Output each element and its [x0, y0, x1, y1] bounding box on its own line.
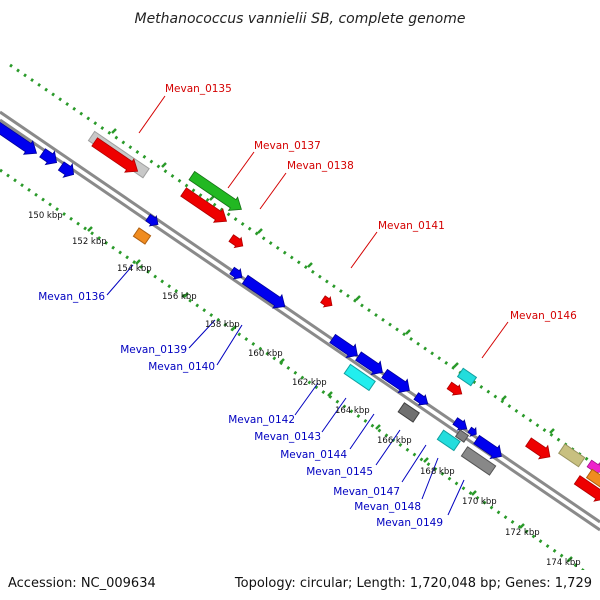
gene-arrow-forward[interactable] — [179, 185, 231, 228]
gene-arrow-mevan-0145[interactable] — [397, 402, 420, 423]
backbone-inner — [0, 118, 600, 532]
gene-arrow-forward[interactable] — [524, 436, 554, 464]
gene-arrow-reverse[interactable] — [145, 213, 162, 230]
tick-label: 156 kbp — [162, 292, 197, 302]
tick-label: 170 kbp — [462, 497, 497, 507]
inner-track-ticks — [87, 226, 573, 562]
map-title: Methanococcus vannielii SB, complete gen… — [134, 11, 465, 27]
gene-arrow-mevan-0136[interactable] — [132, 227, 152, 245]
gene-arrow-mevan-0148[interactable] — [454, 429, 470, 443]
gene-arrow-reverse[interactable] — [452, 416, 470, 434]
gene-arrow-reverse[interactable] — [38, 146, 61, 169]
gene-label-mevan-0145[interactable]: Mevan_0145 — [306, 466, 373, 478]
gene-label-mevan-0140[interactable]: Mevan_0140 — [148, 361, 215, 373]
gene-arrow-forward[interactable] — [90, 135, 142, 178]
tick-label: 158 kbp — [205, 320, 240, 330]
gene-label-mevan-0137[interactable]: Mevan_0137 — [254, 140, 321, 152]
gene-arrow-reverse[interactable] — [413, 391, 431, 409]
gene-arrow-mevan-0147[interactable] — [436, 429, 461, 452]
tick-label: 166 kbp — [377, 436, 412, 446]
gene-label-mevan-0148[interactable]: Mevan_0148 — [354, 501, 421, 513]
tick-label: 160 kbp — [248, 349, 283, 359]
gene-arrow-reverse[interactable] — [472, 433, 506, 463]
outer-dotted-track — [9, 63, 600, 470]
gene-arrow-orange[interactable] — [585, 468, 600, 488]
tick-label: 168 kbp — [420, 467, 455, 477]
gene-arrow-mevan-0144[interactable] — [380, 367, 414, 397]
tick-label: 162 kbp — [292, 378, 327, 388]
gene-label-mevan-0139[interactable]: Mevan_0139 — [120, 344, 187, 356]
gene-arrow-mevan-0146[interactable] — [446, 381, 465, 399]
gene-arrow-mevan-0139[interactable] — [229, 266, 246, 283]
tick-label: 164 kbp — [335, 406, 370, 416]
reverse-gene-labels: Mevan_0136 Mevan_0139 Mevan_0140 Mevan_0… — [38, 291, 443, 529]
gene-arrow-mevan-0137[interactable] — [187, 169, 246, 216]
gene-label-mevan-0136[interactable]: Mevan_0136 — [38, 291, 105, 303]
gene-label-mevan-0144[interactable]: Mevan_0144 — [280, 449, 347, 461]
genome-summary-text: Topology: circular; Length: 1,720,048 bp… — [234, 576, 592, 591]
tick-label: 174 kbp — [546, 558, 581, 568]
gene-arrow-olive[interactable] — [558, 443, 586, 468]
accession-text: Accession: NC_009634 — [8, 576, 156, 591]
gene-arrow-mevan-0141[interactable] — [319, 294, 335, 310]
tick-label: 152 kbp — [72, 237, 107, 247]
gene-label-mevan-0147[interactable]: Mevan_0147 — [333, 486, 400, 498]
gene-label-mevan-0149[interactable]: Mevan_0149 — [376, 517, 443, 529]
gene-arrow-mevan-0149[interactable] — [460, 446, 497, 476]
inner-dotted-track — [0, 168, 586, 570]
gene-arrow-mevan-0142[interactable] — [328, 332, 362, 362]
gene-arrow-reverse[interactable] — [354, 350, 387, 380]
tick-label: 172 kbp — [505, 528, 540, 538]
gene-label-mevan-0141[interactable]: Mevan_0141 — [378, 220, 445, 232]
outer-track-ticks — [111, 128, 555, 434]
tick-label: 150 kbp — [28, 211, 63, 221]
gene-arrow-cyan[interactable] — [456, 367, 478, 387]
tick-label: 154 kbp — [117, 264, 152, 274]
gene-arrow-reverse[interactable] — [57, 159, 78, 181]
gene-label-mevan-0138[interactable]: Mevan_0138 — [287, 160, 354, 172]
gene-arrow-reverse[interactable] — [0, 118, 41, 159]
forward-gene-labels: Mevan_0135 Mevan_0137 Mevan_0138 Mevan_0… — [165, 83, 577, 322]
gene-label-mevan-0135[interactable]: Mevan_0135 — [165, 83, 232, 95]
gene-arrow-mevan-0138[interactable] — [228, 233, 246, 251]
gene-arrow-reverse[interactable] — [467, 426, 479, 439]
label-leader-lines — [106, 95, 509, 516]
gene-arrow-mevan-0140[interactable] — [241, 273, 290, 313]
gene-arrow-mevan-0143[interactable] — [343, 363, 376, 392]
gene-label-mevan-0142[interactable]: Mevan_0142 — [228, 414, 295, 426]
gene-label-mevan-0143[interactable]: Mevan_0143 — [254, 431, 321, 443]
gene-label-mevan-0146[interactable]: Mevan_0146 — [510, 310, 577, 322]
tick-labels: 150 kbp 152 kbp 154 kbp 156 kbp 158 kbp … — [28, 211, 581, 568]
